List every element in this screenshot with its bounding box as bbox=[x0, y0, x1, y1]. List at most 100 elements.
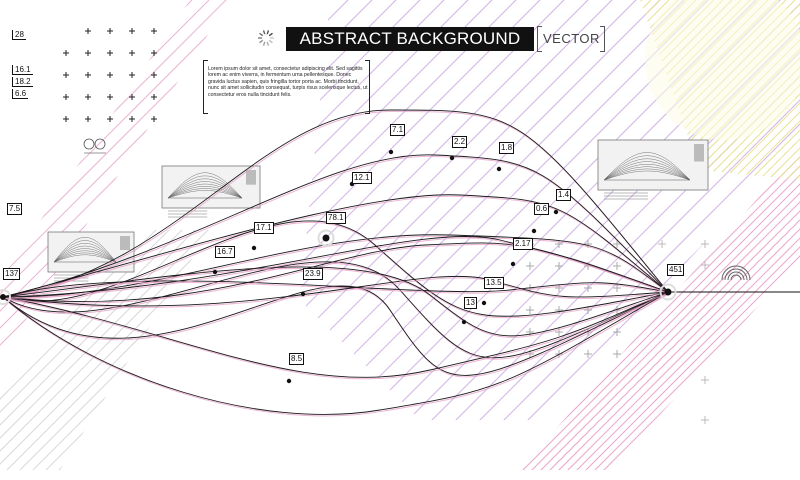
wave-curve-shadow bbox=[3, 222, 670, 319]
wave-curve bbox=[2, 234, 669, 298]
hub-halo bbox=[0, 289, 11, 305]
stripe bbox=[0, 230, 210, 470]
point-label: 451 bbox=[667, 264, 685, 276]
wave-curve bbox=[2, 109, 669, 298]
side-number: 28 bbox=[12, 30, 26, 40]
panel-wave bbox=[167, 190, 243, 199]
hub-dot bbox=[664, 288, 672, 296]
panel-wave bbox=[53, 245, 117, 263]
stripe bbox=[300, 0, 445, 420]
plus-grid bbox=[63, 28, 709, 424]
vector-label: VECTOR bbox=[543, 31, 600, 46]
panel-wave bbox=[53, 252, 117, 263]
point-label: 17.1 bbox=[254, 222, 274, 234]
stripe bbox=[443, 0, 800, 420]
wave-curve bbox=[2, 235, 669, 298]
marker-dot bbox=[300, 291, 306, 297]
spinner-icon bbox=[259, 39, 264, 44]
marker-dot bbox=[212, 269, 218, 275]
stripe bbox=[300, 0, 541, 420]
stripe bbox=[0, 230, 210, 470]
panel-wave bbox=[603, 158, 691, 181]
point-label: 13.5 bbox=[484, 277, 504, 289]
hub-halo bbox=[317, 229, 335, 247]
hub-halo bbox=[659, 283, 677, 301]
wave-curve bbox=[2, 291, 669, 378]
wave-curve bbox=[2, 275, 669, 307]
marker-dot bbox=[481, 300, 487, 306]
panel-wave bbox=[603, 164, 691, 181]
wave-curve bbox=[2, 266, 669, 337]
stripe bbox=[557, 150, 800, 470]
marker-dot bbox=[531, 228, 537, 234]
panel-wave bbox=[167, 178, 243, 199]
panel-frame bbox=[597, 139, 709, 191]
stripe bbox=[0, 230, 210, 470]
panel-wave bbox=[167, 172, 243, 199]
point-label: 7.1 bbox=[390, 124, 406, 136]
panel-bar bbox=[120, 236, 130, 250]
side-number: 18.2 bbox=[12, 77, 33, 87]
panel-wave bbox=[53, 237, 117, 263]
stripe bbox=[300, 0, 469, 420]
point-label: 16.7 bbox=[215, 246, 235, 258]
mini-chart-panel bbox=[161, 165, 261, 218]
panel-wave bbox=[603, 155, 691, 181]
spinner-icon bbox=[262, 41, 266, 46]
stripe bbox=[300, 0, 421, 420]
panel-wave bbox=[603, 152, 691, 181]
point-label: 0.6 bbox=[534, 203, 550, 215]
wave-curve bbox=[2, 285, 669, 376]
panel-wave bbox=[603, 166, 691, 181]
point-label: 12.1 bbox=[352, 172, 372, 184]
bracket-right bbox=[600, 26, 605, 52]
side-number: 6.6 bbox=[12, 89, 29, 99]
point-label: 2.17 bbox=[513, 238, 533, 250]
soft-circle bbox=[645, 0, 800, 140]
wave-curve-shadow bbox=[3, 277, 670, 308]
wave-curves bbox=[0, 109, 800, 417]
stripe bbox=[575, 150, 800, 470]
stripe bbox=[539, 150, 800, 470]
stripe bbox=[0, 230, 210, 470]
panel-bar bbox=[694, 144, 704, 162]
wave-curve-shadow bbox=[3, 293, 670, 417]
point-label: 137 bbox=[3, 268, 21, 280]
marker-dot bbox=[461, 319, 467, 325]
bracket-left bbox=[537, 26, 542, 52]
stripe bbox=[0, 0, 12, 480]
stripe bbox=[0, 0, 3, 480]
panel-wave bbox=[167, 183, 243, 199]
wave-curve-shadow bbox=[3, 267, 670, 338]
stripe bbox=[521, 150, 800, 470]
vector-tag: VECTOR bbox=[537, 26, 605, 52]
stripe bbox=[419, 0, 800, 420]
spinner-icon bbox=[268, 32, 273, 37]
panel-wave bbox=[53, 243, 117, 263]
circle-icon bbox=[94, 138, 106, 150]
stripe bbox=[548, 150, 800, 470]
panel-wave bbox=[53, 248, 117, 263]
spinner-icon bbox=[262, 30, 266, 35]
marker-dot bbox=[553, 209, 559, 215]
panel-bar bbox=[246, 170, 256, 185]
arc-icon bbox=[724, 268, 748, 281]
marker-dot bbox=[388, 149, 394, 155]
point-label: 7.5 bbox=[7, 203, 23, 215]
wave-curve-shadow bbox=[3, 292, 670, 380]
hub-dot bbox=[0, 294, 6, 300]
wave-curve-shadow bbox=[3, 286, 670, 378]
wave-curve bbox=[2, 280, 669, 298]
spinner-icon bbox=[259, 32, 264, 37]
marker-dot bbox=[449, 155, 455, 161]
side-number: 16.1 bbox=[12, 65, 33, 75]
spinner-icon bbox=[268, 39, 273, 44]
point-label: 2.2 bbox=[452, 136, 468, 148]
point-label: 8.5 bbox=[289, 353, 305, 365]
marker-dot bbox=[496, 166, 502, 172]
wave-curve bbox=[2, 194, 669, 298]
panel-wave bbox=[53, 250, 117, 263]
point-label: 1.8 bbox=[499, 142, 515, 154]
panel-wave bbox=[53, 254, 117, 263]
